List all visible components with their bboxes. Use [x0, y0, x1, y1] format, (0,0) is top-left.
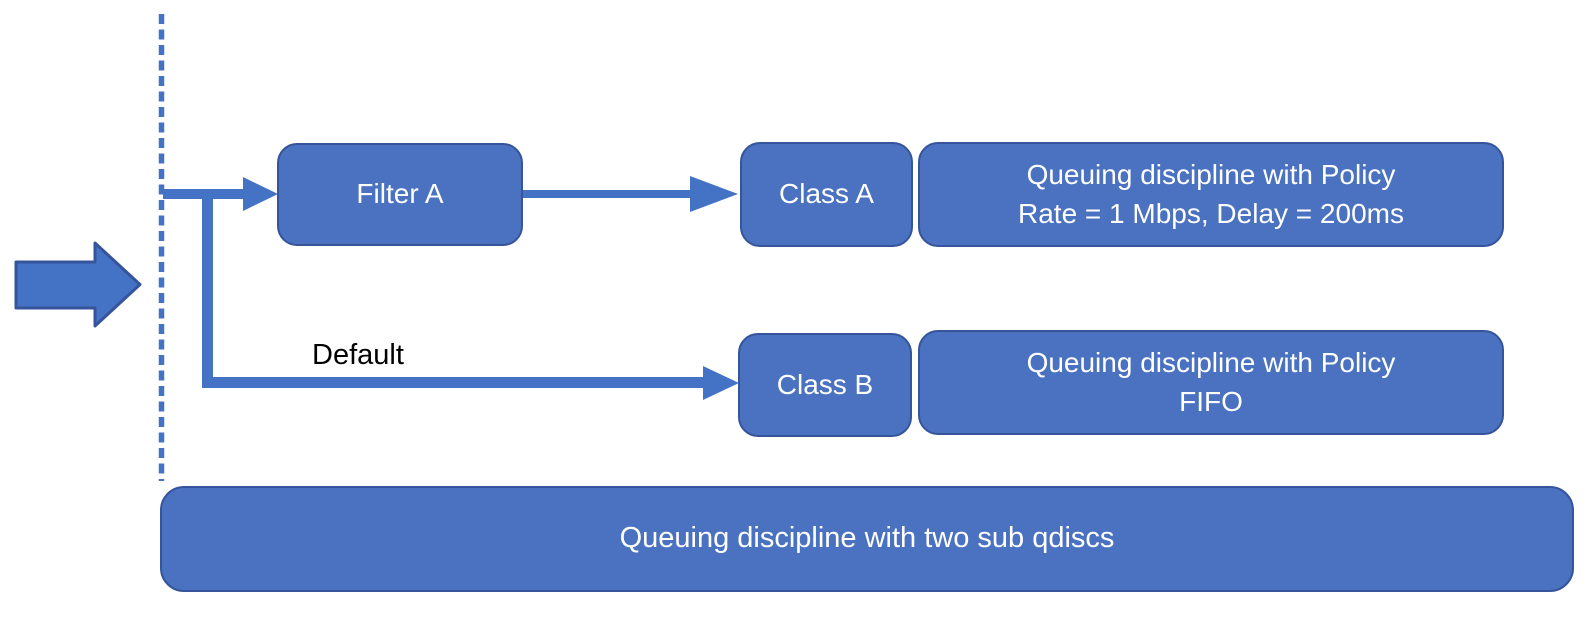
class-a-label: Class A — [779, 178, 874, 210]
filter-a-node: Filter A — [277, 143, 523, 246]
qdisc-b-label-line1: Queuing discipline with Policy — [1026, 347, 1396, 379]
filter-a-label: Filter A — [356, 178, 444, 210]
boundary-to-filter-a-arrow — [163, 177, 278, 211]
qdisc-b-node: Queuing discipline with Policy FIFO — [918, 330, 1504, 435]
ingress-traffic-arrow-icon — [14, 241, 142, 328]
class-b-node: Class B — [738, 333, 912, 437]
qdisc-a-label-line1: Queuing discipline with Policy — [1026, 159, 1396, 191]
default-branch-label: Default — [312, 339, 404, 371]
filter-a-to-class-a-arrow-shaft — [523, 190, 693, 198]
root-qdisc-label: Queuing discipline with two sub qdiscs — [619, 522, 1115, 555]
qdisc-a-node: Queuing discipline with Policy Rate = 1 … — [918, 142, 1504, 247]
qdisc-b-label-line2: FIFO — [1179, 385, 1243, 417]
filter-a-to-class-a-arrow — [523, 176, 738, 212]
default-branch-elbow-arrow — [202, 189, 739, 400]
boundary-to-filter-a-arrowhead-icon — [243, 177, 278, 211]
class-a-node: Class A — [740, 142, 913, 247]
default-branch-arrowhead-icon — [703, 366, 739, 400]
default-branch-horizontal-segment — [202, 377, 704, 388]
qdisc-b-label: Queuing discipline with Policy FIFO — [1027, 344, 1396, 420]
class-b-label: Class B — [776, 368, 874, 400]
qdisc-a-label-line2: Rate = 1 Mbps, Delay = 200ms — [1018, 197, 1404, 229]
default-branch-vertical-segment — [202, 189, 213, 388]
filter-a-to-class-a-arrowhead-icon — [690, 176, 738, 212]
qdisc-a-label: Queuing discipline with Policy Rate = 1 … — [1018, 156, 1404, 232]
root-qdisc-node: Queuing discipline with two sub qdiscs — [160, 486, 1574, 592]
